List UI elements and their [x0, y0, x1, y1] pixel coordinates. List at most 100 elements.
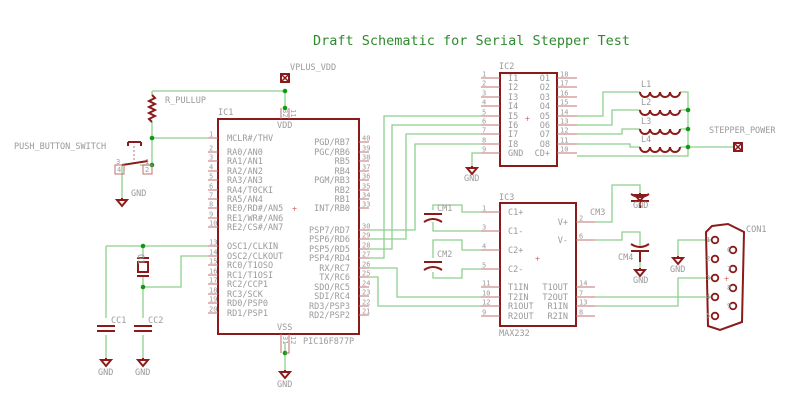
- ic2-pin-name: O2: [540, 83, 550, 93]
- ic1-pin-name: RC2/CCP1: [227, 280, 268, 290]
- ic1-pin-name: OSC2/CLKOUT: [227, 252, 283, 262]
- ic1-pin-name: RB2: [335, 186, 350, 196]
- ic3-pin-number: 2: [579, 215, 583, 223]
- ic2-pin-name: O8: [540, 140, 550, 150]
- ic1-pin-number: 22: [362, 299, 370, 307]
- ic1-pin-name: RA4/T0CKI: [227, 186, 273, 196]
- ic2-pin-name: CD+: [535, 149, 550, 159]
- ic1-pin-name: RA3/AN3: [227, 176, 263, 186]
- con1-pin-number: 4: [706, 293, 710, 301]
- con1-pin-number: 9: [727, 302, 731, 310]
- ic1-pin-number: 33: [362, 201, 370, 209]
- ic2-pin-name: I4: [508, 102, 518, 112]
- gnd-icon: [632, 268, 648, 278]
- ic3-pin-number: 14: [579, 280, 587, 288]
- inductor-coil: [639, 146, 681, 153]
- con1-pin-number: 6: [727, 246, 731, 254]
- ic1-vdd-label: VDD: [277, 121, 292, 131]
- ic1-pin-number: 4: [209, 164, 213, 172]
- ic3-pin-name: T1IN: [508, 283, 528, 293]
- ic1-pin-number: 27: [362, 251, 370, 259]
- ic1-pin-name: RC1/T1OSI: [227, 271, 273, 281]
- con1-label: CON1: [746, 225, 766, 235]
- gnd-label: GND: [98, 368, 113, 378]
- ic2-pin-number: 12: [560, 127, 568, 135]
- ic2-pin-name: I8: [508, 140, 518, 150]
- ic2-pin-number: 5: [482, 109, 486, 117]
- ic1-pin-number: 13: [209, 239, 217, 247]
- inductor-label: L3: [641, 117, 651, 127]
- capacitor-cm1: CM1: [423, 204, 452, 223]
- ic1-origin-mark: +: [292, 204, 297, 214]
- ic2-pin-number: 6: [482, 118, 486, 126]
- ic1-pin-number: 8: [209, 201, 213, 209]
- ic1-pin-name: RA1/AN1: [227, 157, 263, 167]
- ic2-pin-name: O5: [540, 112, 550, 122]
- ic1-pin-number: 7: [209, 192, 213, 200]
- gnd-label: GND: [464, 174, 479, 184]
- con1-pin: [710, 273, 720, 283]
- ic2-pin-name: O1: [540, 74, 550, 84]
- ic2-pin-name: O3: [540, 93, 550, 103]
- capacitor-cc1: CC1: [97, 316, 126, 332]
- ic2-pin-number: 14: [560, 109, 568, 117]
- con1-pin-number: 8: [727, 284, 731, 292]
- ic2-pin-name: I7: [508, 130, 518, 140]
- ic3-pin-name: R2OUT: [508, 312, 534, 322]
- inductor-label: L2: [641, 98, 651, 108]
- gnd-label: GND: [135, 368, 150, 378]
- ic1-pin-31: 31: [281, 336, 289, 344]
- ic1-pin-name: RA2/AN2: [227, 167, 263, 177]
- ic1-pin-number: 2: [209, 145, 213, 153]
- ic3-pin-number: 11: [482, 280, 490, 288]
- ic2-pin-name: O4: [540, 102, 550, 112]
- ic2-pin-number: 4: [482, 99, 486, 107]
- ic2-pin-name: I2: [508, 83, 518, 93]
- ic2-ref: IC2: [499, 62, 514, 72]
- ic2-origin-mark: +: [525, 114, 530, 124]
- inductor-label: L4: [641, 135, 651, 145]
- switch-pin-2: 2: [145, 166, 149, 174]
- ic1-pin-name: RC0/T1OSO: [227, 261, 273, 271]
- wires: [105, 90, 735, 372]
- schematic-title: Draft Schematic for Serial Stepper Test: [313, 33, 630, 49]
- ic1-pin-number: 14: [209, 249, 217, 257]
- con1-pin: [710, 311, 720, 321]
- switch-pin-4: 4: [117, 166, 121, 174]
- ic1-pin-name: RA5/AN4: [227, 195, 263, 205]
- ic1-pin-number: 37: [362, 164, 370, 172]
- ic3-pin-number: 8: [579, 309, 583, 317]
- gnd-label: GND: [633, 201, 648, 211]
- con1-origin-mark: +: [724, 274, 729, 284]
- cm3-label: CM3: [590, 208, 605, 218]
- ic1-pin-number: 23: [362, 289, 370, 297]
- gnd-icon: [114, 198, 130, 208]
- ic2-pin-name: I6: [508, 121, 518, 131]
- ic1-pin-name: PGC/RB6: [314, 148, 350, 158]
- capacitor-cm2: CM2: [423, 250, 452, 271]
- ic1-pin-name: RA0/AN0: [227, 148, 263, 158]
- switch-pin-3: 3: [116, 158, 120, 166]
- con1-pin-number: 2: [706, 255, 710, 263]
- ic1-pin-name: OSC1/CLKIN: [227, 242, 278, 252]
- ic1-pin-name: RE2/CS#/AN7: [227, 223, 283, 233]
- ic1-pin-number: 38: [362, 154, 370, 162]
- ic2-pin-number: 15: [560, 99, 568, 107]
- ic1-pin-number: 40: [362, 135, 370, 143]
- ic3-pin-name: C2-: [508, 265, 523, 275]
- gnd-icon: [670, 256, 686, 266]
- ic2-pin-number: 9: [482, 146, 486, 154]
- cm1-label: CM1: [437, 204, 452, 214]
- gnd-icon: [464, 166, 480, 176]
- ic1-pin-number: 16: [209, 268, 217, 276]
- ic3-ref: IC3: [499, 193, 514, 203]
- ic3-pin-name: R2IN: [548, 312, 568, 322]
- switch-label: PUSH_BUTTON_SWITCH: [14, 142, 106, 152]
- cc2-label: CC2: [148, 316, 163, 326]
- ic1-pin-number: 15: [209, 258, 217, 266]
- ic2-pin-number: 2: [482, 80, 486, 88]
- gnd-icon: [632, 193, 648, 203]
- gnd-label: GND: [633, 276, 648, 286]
- ic2-pin-number: 8: [482, 137, 486, 145]
